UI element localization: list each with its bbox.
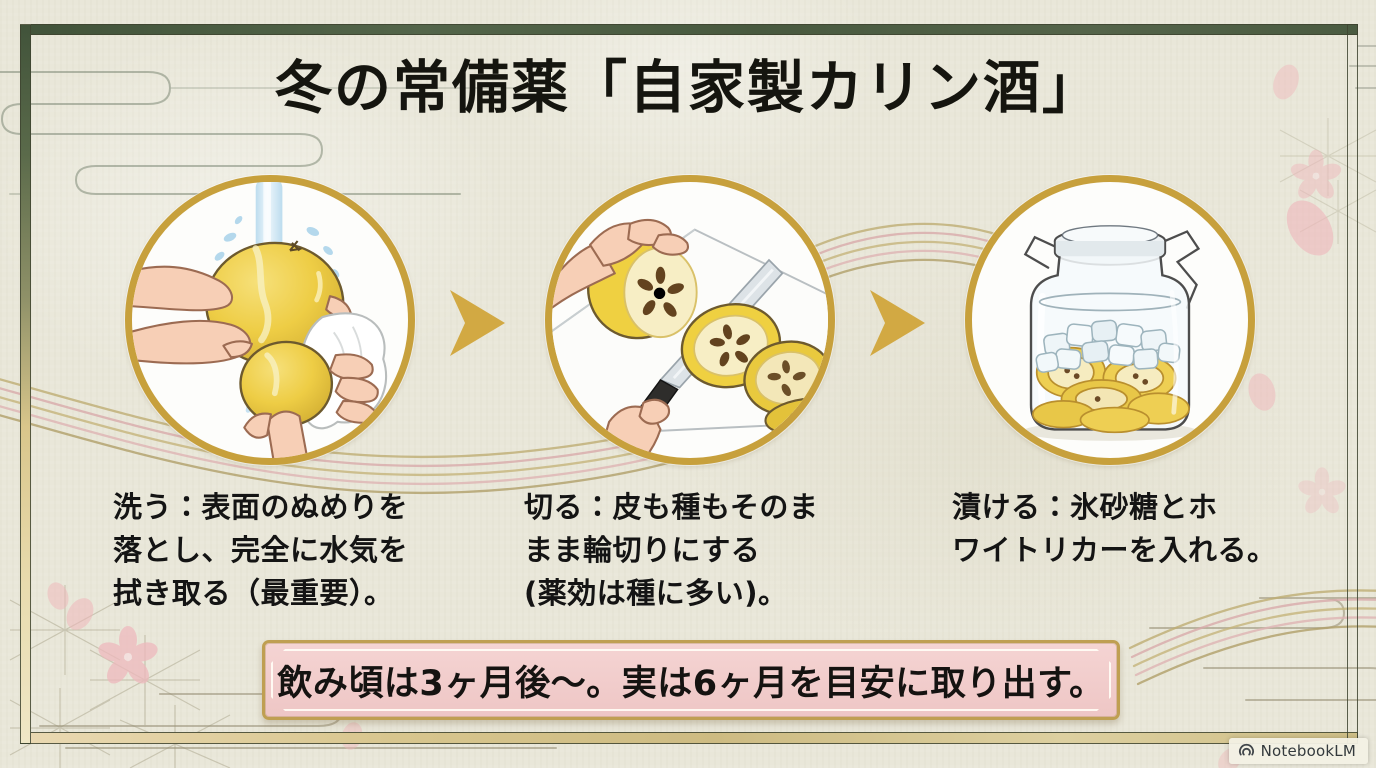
cut-illustration xyxy=(552,218,828,458)
kasumi-cloud-top-right xyxy=(1349,45,1376,89)
steadying-hand xyxy=(552,218,690,310)
banner-text: 飲み頃は3ヶ月後〜。実は6ヶ月を目安に取り出す。 xyxy=(277,663,1105,704)
notebooklm-watermark: NotebookLM xyxy=(1228,738,1368,764)
gold-chevron-right-icon xyxy=(870,290,925,356)
banner-inner-line xyxy=(271,649,1111,711)
rock-sugar-cubes xyxy=(1035,319,1181,373)
gold-chevron-right-icon xyxy=(450,290,505,356)
step-circle-cut xyxy=(545,175,835,465)
kasumi-cloud-top-left xyxy=(0,71,561,195)
asanoha-pattern-top-right xyxy=(1279,118,1376,244)
sakura-flower-right-mid xyxy=(1298,467,1346,514)
watermark-label: NotebookLM xyxy=(1260,742,1356,760)
glass-highlight xyxy=(1169,290,1179,415)
step-circle-wash xyxy=(125,175,415,465)
washing-hands xyxy=(132,265,352,365)
frame-border-top xyxy=(20,24,1358,35)
notebooklm-logo-icon xyxy=(1238,743,1254,755)
frame-border-left xyxy=(20,24,31,744)
wiping-hands xyxy=(243,353,379,458)
ribbon-swoosh-right xyxy=(1128,589,1376,686)
jar-quince-slices xyxy=(1032,346,1190,434)
caption-step-cut: 切る：皮も種もそのま まま輪切りにする (薬効は種に多い)。 xyxy=(524,490,819,610)
wash-illustration xyxy=(132,182,388,458)
steep-illustration xyxy=(1022,225,1201,441)
caption-step-wash: 洗う：表面のぬめりを 落とし、完全に水気を 拭き取る（最重要）。 xyxy=(113,490,409,610)
kasumi-cloud-bottom-right xyxy=(1149,597,1376,701)
sakura-flower-bottom-left xyxy=(98,626,158,684)
sakura-flower-top-right xyxy=(1290,149,1342,199)
frame-border-right xyxy=(1347,24,1358,744)
caption-step-steep: 漬ける：氷砂糖とホ ワイトリカーを入れる。 xyxy=(952,490,1277,567)
page-title: 冬の常備薬「自家製カリン酒」 xyxy=(275,54,1101,121)
frame-border-bottom xyxy=(20,732,1358,744)
drinking-time-banner: 飲み頃は3ヶ月後〜。実は6ヶ月を目安に取り出す。 xyxy=(262,640,1120,720)
quince-fruit-wiped xyxy=(239,340,334,427)
step-circle-steep xyxy=(965,175,1255,465)
seeds xyxy=(637,266,684,317)
